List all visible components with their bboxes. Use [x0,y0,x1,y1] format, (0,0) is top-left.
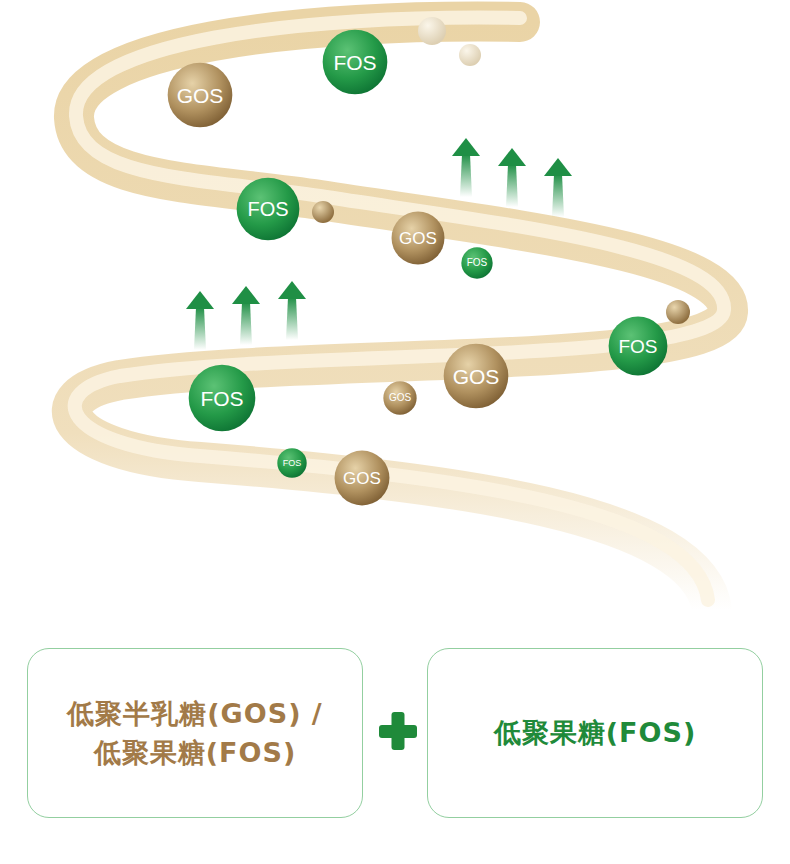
bead-label: FOS [283,459,302,468]
fos-bead: FOS [608,316,668,376]
ribbon-highlight [75,18,724,600]
bead-label: GOS [389,393,411,403]
gos-bead: GOS [443,343,509,409]
plus-sign [379,712,417,750]
bead-label: GOS [399,230,437,247]
fos-bead: FOS [322,29,388,95]
bead-label: GOS [453,366,500,387]
gos-bead: GOS [167,62,233,128]
bead-label: FOS [618,337,657,356]
bead-label: FOS [247,199,288,219]
bead-label: FOS [333,52,376,73]
fos-bead: FOS [461,247,493,279]
gos-bead: GOS [391,211,445,265]
bead-label: FOS [200,388,243,409]
plain-beads [312,17,690,324]
ingredient-box: 低聚果糖(FOS) [427,648,763,818]
bead-label: GOS [177,85,224,106]
fos-bead: FOS [236,177,300,241]
bead-label: GOS [343,470,381,487]
fos-bead: FOS [277,448,307,478]
ingredient-label: 低聚半乳糖(GOS) /低聚果糖(FOS) [47,694,343,772]
gos-bead: GOS [383,381,417,415]
gos-bead: GOS [334,450,390,506]
fos-bead: FOS [188,364,256,432]
bead-label: FOS [467,258,488,268]
ingredient-label: 低聚果糖(FOS) [494,713,697,752]
spiral-ribbon [72,18,728,610]
ingredient-box: 低聚半乳糖(GOS) /低聚果糖(FOS) [27,648,363,818]
rising-arrows [186,138,572,350]
